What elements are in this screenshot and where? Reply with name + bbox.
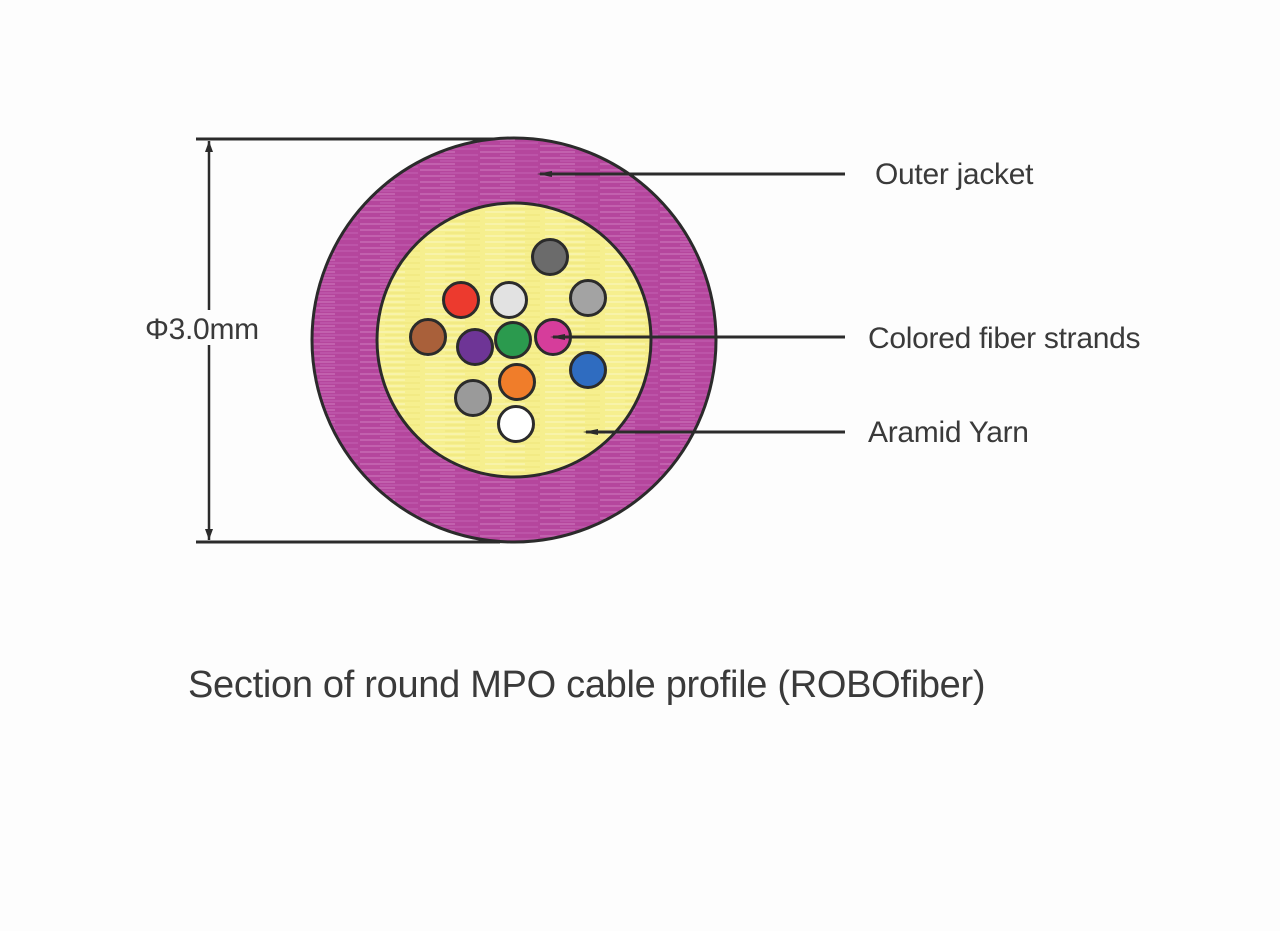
fiber-strand-green <box>494 321 532 359</box>
fiber-strand-dark-gray <box>531 238 569 276</box>
arrow-up-icon <box>205 141 213 152</box>
fiber-strand-blue <box>569 351 607 389</box>
fiber-strand-gray-upper <box>569 279 607 317</box>
dimension-indicator <box>196 137 500 544</box>
fiber-strand-violet <box>456 328 494 366</box>
leader-arrow-icon <box>537 171 552 177</box>
arrow-down-icon <box>205 529 213 540</box>
fiber-strands <box>409 238 607 443</box>
fiber-strand-brown <box>409 318 447 356</box>
leader-arrow-icon <box>583 429 598 435</box>
fiber-strands-label: Colored fiber strands <box>868 322 1141 355</box>
fiber-strand-orange <box>498 363 536 401</box>
diagram-caption: Section of round MPO cable profile (ROBO… <box>188 664 986 706</box>
diameter-label: Φ3.0mm <box>145 313 259 346</box>
fiber-strand-red <box>442 281 480 319</box>
aramid-yarn-label: Aramid Yarn <box>868 416 1029 449</box>
leader-lines <box>537 171 845 435</box>
fiber-strand-gray-lower <box>454 379 492 417</box>
outer-jacket-label: Outer jacket <box>875 158 1034 191</box>
fiber-strand-light-gray <box>490 281 528 319</box>
leader-arrow-icon <box>550 334 565 340</box>
fiber-strand-white <box>497 405 535 443</box>
